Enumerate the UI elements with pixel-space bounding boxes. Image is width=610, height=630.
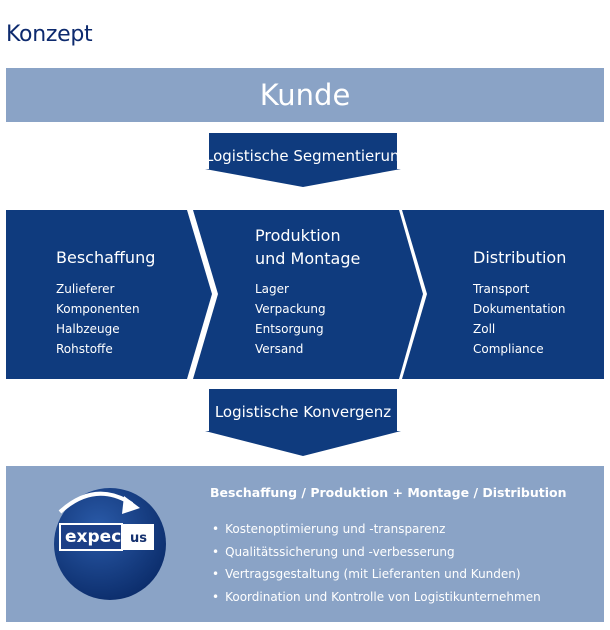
list-item: Zulieferer: [56, 282, 115, 296]
list-item: Rohstoffe: [56, 342, 113, 356]
list-item: Qualitätssicherung und -verbesserung: [212, 541, 541, 564]
column-list-beschaffung: Zulieferer Komponenten Halbzeuge Rohstof…: [56, 279, 140, 359]
logo-word-us: us: [130, 531, 147, 546]
list-item: Koordination und Kontrolle von Logistiku…: [212, 586, 541, 609]
column-title-produktion: Produktion und Montage: [255, 224, 360, 270]
segmentation-label: Logistische Segmentierung: [205, 147, 409, 165]
kunde-bar: [6, 68, 604, 122]
column-title-line: Beschaffung: [56, 248, 156, 267]
list-item: Komponenten: [56, 302, 140, 316]
column-title-line: und Montage: [255, 249, 361, 268]
chevron-beschaffung: [6, 210, 212, 379]
column-title-distribution: Distribution: [473, 246, 566, 269]
list-item: Zoll: [473, 322, 496, 336]
segmentation-arrow-shape: [205, 133, 401, 187]
list-item: Transport: [473, 282, 530, 296]
bottom-heading: Beschaffung / Produktion + Montage / Dis…: [210, 485, 567, 500]
expectus-logo: [54, 488, 166, 600]
column-title-beschaffung: Beschaffung: [56, 246, 155, 269]
list-item: Halbzeuge: [56, 322, 120, 336]
convergence-arrow-shape: [205, 389, 401, 456]
bottom-bullet-list: Kostenoptimierung und -transparenz Quali…: [212, 518, 541, 608]
column-list-produktion: Lager Verpackung Entsorgung Versand: [255, 279, 326, 359]
list-item: Versand: [255, 342, 304, 356]
chevron-produktion: [193, 210, 423, 379]
column-title-line: Distribution: [473, 248, 567, 267]
list-item: Dokumentation: [473, 302, 566, 316]
list-item: Verpackung: [255, 302, 326, 316]
column-list-distribution: Transport Dokumentation Zoll Compliance: [473, 279, 566, 359]
kunde-label: Kunde: [259, 78, 351, 112]
logo-word-expect: expect: [65, 527, 130, 547]
convergence-label: Logistische Konvergenz: [214, 403, 392, 421]
list-item: Lager: [255, 282, 289, 296]
page-title: Konzept: [6, 22, 93, 47]
list-item: Kostenoptimierung und -transparenz: [212, 518, 541, 541]
list-item: Vertragsgestaltung (mit Lieferanten und …: [212, 563, 541, 586]
column-title-line: Produktion: [255, 226, 341, 245]
list-item: Compliance: [473, 342, 544, 356]
list-item: Entsorgung: [255, 322, 324, 336]
chevron-distribution: [402, 210, 604, 379]
